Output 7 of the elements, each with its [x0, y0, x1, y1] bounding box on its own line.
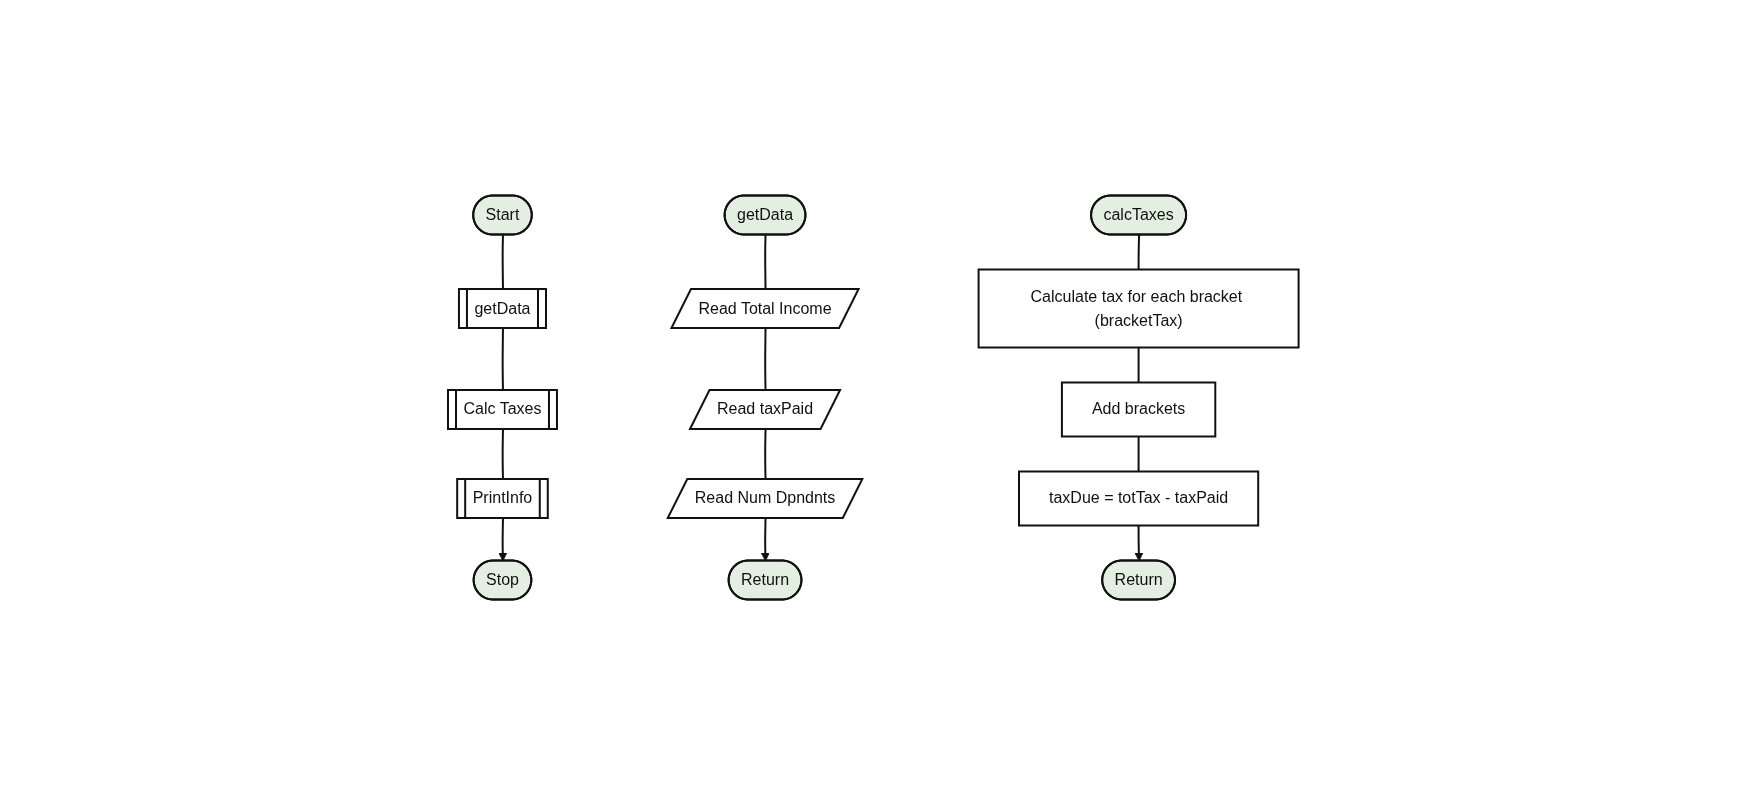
node-box: Add brackets — [1060, 381, 1216, 438]
node-box: Calculate tax for each bracket (bracketTax) — [977, 268, 1300, 349]
connector — [1137, 435, 1140, 473]
connector — [1137, 346, 1140, 384]
connector — [1137, 234, 1140, 271]
node-box: taxDue = totTax - taxPaid — [1017, 470, 1259, 527]
arrow — [1134, 524, 1143, 562]
